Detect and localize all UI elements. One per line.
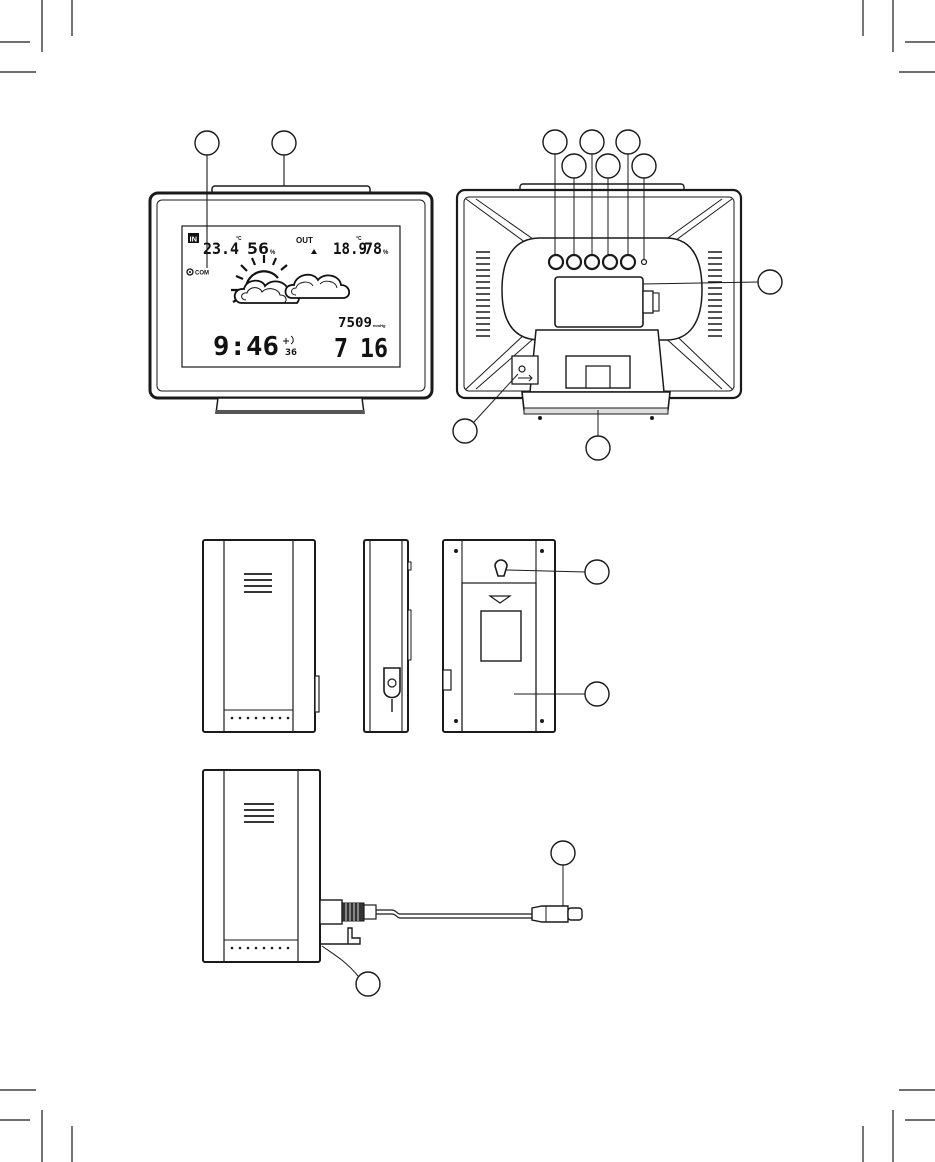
callout-front-display	[195, 131, 219, 155]
sensor-battery-door	[481, 611, 521, 661]
sensor-with-probe	[203, 770, 582, 996]
outdoor-humidity-unit: %	[383, 250, 389, 256]
callout-rear-button-5	[616, 130, 640, 154]
callout-rear-button-3	[580, 130, 604, 154]
indoor-humidity: 56	[247, 239, 269, 258]
sensor-probe-icon	[532, 906, 582, 922]
callout-rear-button-1	[543, 130, 567, 154]
sensor-front	[203, 540, 319, 732]
outdoor-humidity: 78	[364, 239, 382, 258]
clock-time: 9:46	[213, 332, 279, 362]
indoor-humidity-unit: %	[270, 250, 276, 256]
indoor-temperature: 23.4	[203, 239, 239, 258]
date-day: 7	[334, 334, 348, 364]
rear-button-1	[549, 255, 563, 269]
pressure-value: 7509	[338, 316, 372, 331]
rear-vent-left	[476, 252, 490, 336]
clock-seconds: 36	[285, 348, 297, 358]
callout-wall-mount	[585, 560, 609, 584]
callout-rear-button-4	[596, 154, 620, 178]
comfort-label: COM	[195, 271, 209, 277]
callout-bracket	[356, 972, 380, 996]
sensor-side	[364, 540, 411, 732]
base-station-front: IN 23.4 °C 56 % OUT 18.9 °C 78 % COM 750…	[150, 131, 432, 414]
base-station-rear	[453, 130, 782, 460]
callout-power-jack	[453, 419, 477, 443]
callout-battery-compartment	[585, 682, 609, 706]
keyhole-icon	[495, 560, 507, 576]
callout-rear-button-2	[562, 154, 586, 178]
indoor-label-text: IN	[190, 235, 198, 244]
callout-probe	[551, 841, 575, 865]
rear-vent-right	[708, 252, 722, 336]
outdoor-temperature: 18.9	[333, 239, 367, 258]
callout-stand	[586, 436, 610, 460]
pressure-unit: mmHg	[373, 323, 386, 328]
callout-front-top	[272, 131, 296, 155]
rear-reset-hole	[642, 260, 647, 265]
sensor-back	[443, 540, 609, 732]
rear-button-2	[567, 255, 581, 269]
date-month: 16	[360, 334, 388, 364]
indoor-temperature-unit: °C	[236, 236, 242, 242]
outdoor-label: OUT	[296, 236, 313, 245]
rear-button-4	[603, 255, 617, 269]
rear-button-5	[621, 255, 635, 269]
callout-rear-reset	[632, 154, 656, 178]
rear-button-3	[585, 255, 599, 269]
callout-battery	[758, 270, 782, 294]
battery-icon	[555, 277, 643, 327]
outdoor-temperature-unit: °C	[356, 236, 362, 242]
